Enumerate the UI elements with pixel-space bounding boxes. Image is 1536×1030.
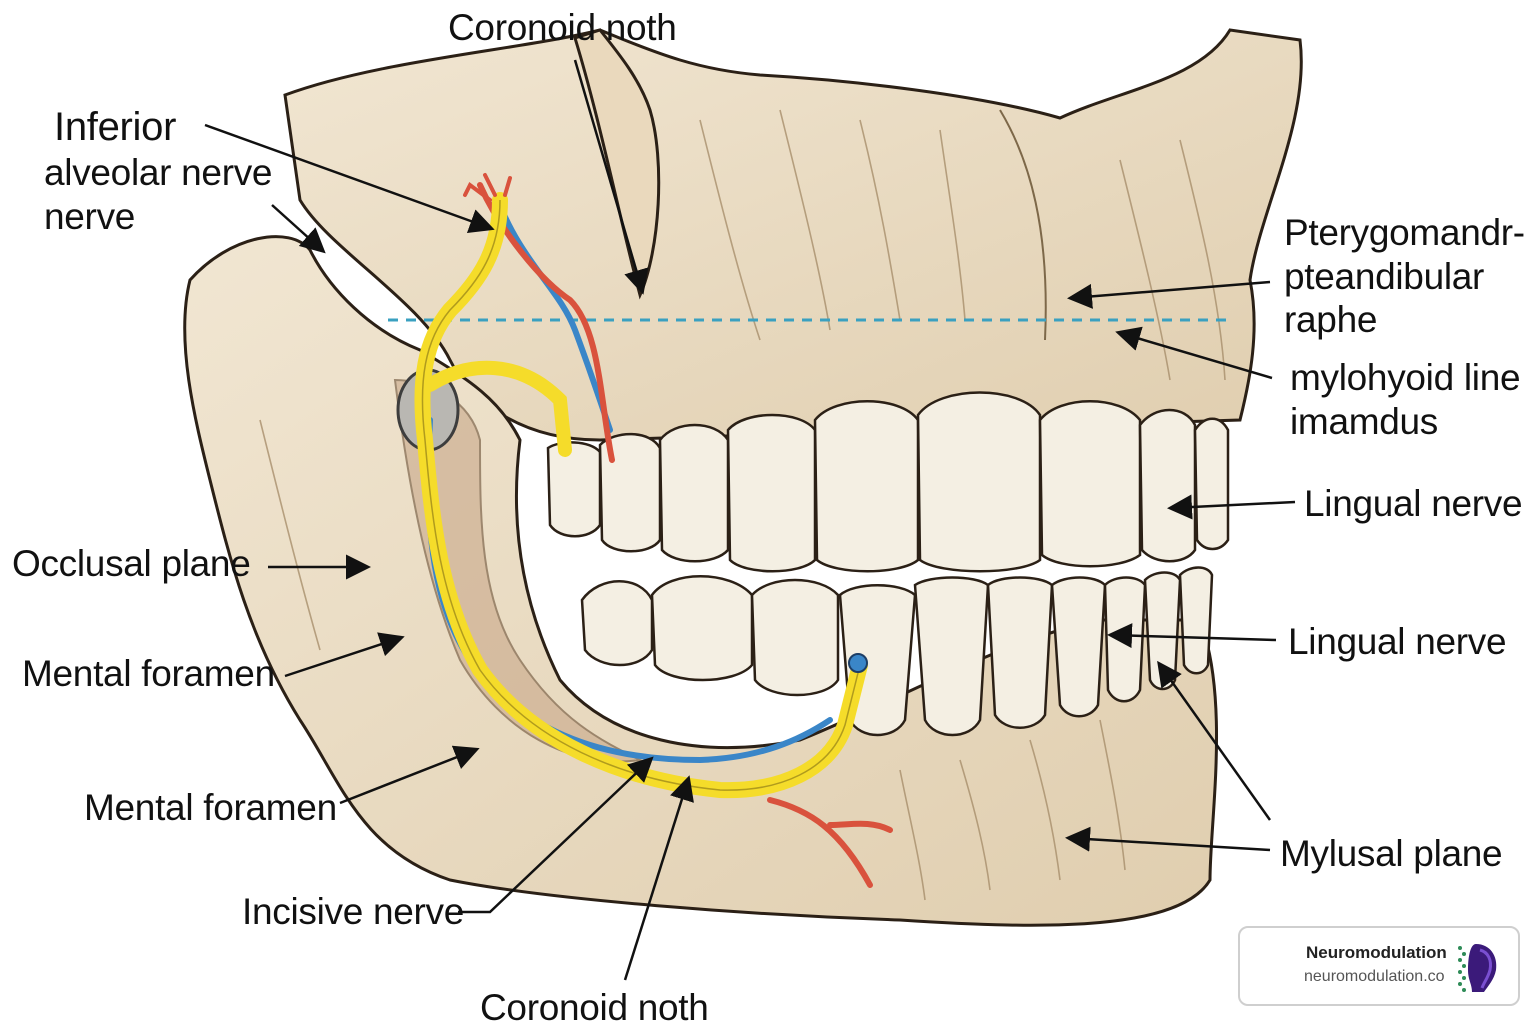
label-mental-foramen-1: Mental foramen — [22, 653, 275, 694]
upper-teeth — [546, 391, 1230, 573]
label-lingual-upper: Lingual nerve — [1304, 483, 1523, 524]
nerve-outline — [421, 199, 861, 791]
mandibular-notch-shadow — [393, 378, 644, 763]
watermark-title: Neuromodulation — [1306, 943, 1447, 962]
watermark-badge[interactable]: Neuromodulation neuromodulation.co — [1238, 926, 1520, 1006]
label-coronoid-top: Coronoid noth — [448, 7, 677, 48]
label-inferior-alveolar: Inferior alveolar nerve nerve — [44, 105, 273, 237]
label-mylusal: Mylusal plane — [1280, 833, 1503, 874]
maxilla-ridge — [999, 109, 1047, 341]
watermark-url[interactable]: neuromodulation.co — [1304, 968, 1445, 985]
label-pterygomandibular: Pterygomandr- pteandibular raphe — [1284, 212, 1525, 341]
bone-texture — [259, 109, 1226, 901]
label-occlusal: Occlusal plane — [12, 543, 251, 584]
mental-foramen-ring — [848, 653, 868, 673]
label-mental-foramen-2: Mental foramen — [84, 787, 337, 828]
nerve-endings — [463, 173, 512, 202]
label-incisive: Incisive nerve — [242, 891, 465, 932]
brain-logo-icon — [1458, 944, 1497, 992]
label-coronoid-bottom: Coronoid noth — [480, 987, 709, 1028]
coronoid-process — [573, 28, 661, 300]
label-mylohyoid: mylohyoid line imamdus — [1290, 357, 1521, 442]
label-lingual-lower: Lingual nerve — [1288, 621, 1507, 662]
lingual-nerve-branch — [423, 360, 572, 457]
leader-arrows — [204, 59, 1296, 981]
